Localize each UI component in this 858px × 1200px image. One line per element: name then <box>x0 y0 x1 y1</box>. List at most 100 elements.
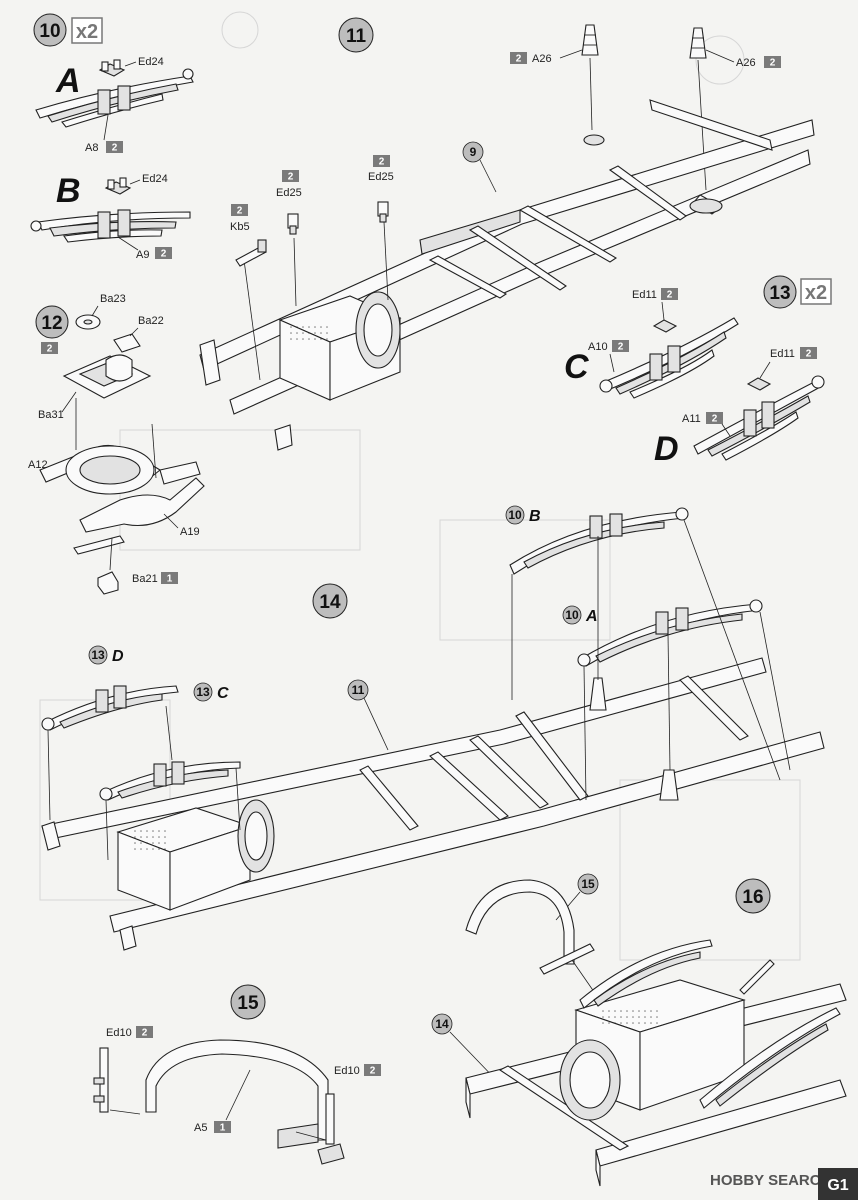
a5-qty: 1 <box>220 1123 226 1134</box>
fender-15-exploded <box>465 879 595 975</box>
a10-qty: 2 <box>618 342 624 353</box>
bump-stop-14-b <box>659 769 679 801</box>
a26-left-qty: 2 <box>516 54 522 65</box>
a8-label: A8 <box>85 142 98 154</box>
leaf-spring-b <box>30 209 191 243</box>
variant-a-label: A <box>55 62 81 100</box>
ed11-c-qty: 2 <box>667 290 673 301</box>
watermark: HOBBY SEARCH <box>710 1172 831 1189</box>
a10-label: A10 <box>588 341 608 353</box>
a26-right-label: A26 <box>736 57 756 69</box>
a12-axle-housing <box>39 444 201 495</box>
footer: HOBBY SEARCH G1 <box>710 1168 858 1200</box>
ref-10a-variant: A <box>585 608 598 625</box>
a12-label: A12 <box>28 459 48 471</box>
a19-label: A19 <box>180 526 200 538</box>
ed10-bracket-right <box>317 1093 345 1165</box>
ed25-right-qty: 2 <box>379 157 385 168</box>
ed25-right-label: Ed25 <box>368 171 394 183</box>
a8-qty: 2 <box>112 143 118 154</box>
a11-label: A11 <box>682 413 701 425</box>
engine-block-14 <box>116 799 275 911</box>
ref-10b-number: 10 <box>508 508 522 522</box>
ed24-b-label: Ed24 <box>142 173 168 185</box>
ref-13d-variant: D <box>112 648 124 665</box>
leaf-spring-10b <box>509 507 689 575</box>
ed25-left-label: Ed25 <box>276 187 302 199</box>
step-13-number: 13 <box>769 283 790 304</box>
a26-bump-stop-left <box>581 24 599 56</box>
leaf-spring-a <box>35 68 194 128</box>
ref-13d-number: 13 <box>91 648 105 662</box>
leaf-spring-16-a <box>579 939 713 1009</box>
step-12: 12 2 Ba23 Ba22 Ba31 A12 A19 <box>28 293 205 595</box>
ref-15: 15 <box>581 877 595 891</box>
ref-11: 11 <box>352 683 365 697</box>
a5-label: A5 <box>194 1122 207 1134</box>
ref-10b-variant: B <box>529 508 541 525</box>
bump-stop-14-a <box>589 677 607 711</box>
ba21-qty: 1 <box>167 574 173 585</box>
leaf-spring-d <box>693 375 825 461</box>
ref-13c-variant: C <box>217 685 229 702</box>
ed24-a-label: Ed24 <box>138 56 164 68</box>
ed11-clamp-d <box>746 377 772 391</box>
ed10-bracket-left <box>93 1047 109 1113</box>
a11-qty: 2 <box>712 414 718 425</box>
ba22-plate <box>113 333 141 353</box>
ba21-cap <box>97 571 119 595</box>
variant-b-label: B <box>56 172 81 210</box>
step-13-multiplier: x2 <box>805 282 827 304</box>
step-14-number: 14 <box>319 592 341 613</box>
ed10-left-qty: 2 <box>142 1028 148 1039</box>
ed11-clamp-c <box>652 319 678 333</box>
step-10-number: 10 <box>39 21 60 42</box>
step-10-multiplier: x2 <box>76 21 98 43</box>
ref-9: 9 <box>470 145 477 159</box>
ref-10a-number: 10 <box>565 608 579 622</box>
a9-label: A9 <box>136 249 149 261</box>
a9-qty: 2 <box>161 249 167 260</box>
step-11: 11 2 A26 A26 2 <box>199 17 815 451</box>
variant-c-label: C <box>564 348 589 386</box>
leaf-spring-16-b <box>699 1007 841 1109</box>
step-14: 14 10 B 10 A 13 D <box>41 505 825 951</box>
ba23-label: Ba23 <box>100 293 126 305</box>
ref-14: 14 <box>435 1017 449 1031</box>
ed25-bracket-right <box>377 201 389 223</box>
a26-left-label: A26 <box>532 53 552 65</box>
ref-13c-number: 13 <box>196 685 210 699</box>
step-16: 16 15 14 <box>431 873 847 1187</box>
leaf-spring-c <box>599 317 739 399</box>
ed10-left-label: Ed10 <box>106 1027 132 1039</box>
a26-bump-stop-right <box>689 27 707 59</box>
ed11-d-label: Ed11 <box>770 348 795 360</box>
variant-d-label: D <box>654 430 679 468</box>
step-15-number: 15 <box>237 993 259 1014</box>
ed25-left-qty: 2 <box>288 172 294 183</box>
engine-block-16 <box>559 979 746 1121</box>
ed24-clamp-b <box>104 177 132 195</box>
a26-right-qty: 2 <box>770 58 776 69</box>
engine-block-11 <box>278 291 402 401</box>
page-number: G1 <box>827 1177 848 1194</box>
kb5-label: Kb5 <box>230 221 250 233</box>
crank-handle <box>739 959 775 995</box>
step-13: 13 x2 Ed11 2 C A10 2 Ed11 2 D <box>564 275 832 468</box>
chassis-16 <box>465 983 847 1187</box>
leaf-spring-10a <box>577 599 763 667</box>
ba31-label: Ba31 <box>38 409 64 421</box>
step-16-number: 16 <box>742 887 763 908</box>
ba31-housing <box>62 354 152 399</box>
a5-fender <box>145 1039 329 1149</box>
step-11-number: 11 <box>346 26 367 47</box>
leaf-spring-13d <box>41 685 179 731</box>
kb5-qty: 2 <box>237 206 243 217</box>
ed10-right-qty: 2 <box>370 1066 376 1077</box>
ba21-label: Ba21 <box>132 573 158 585</box>
ed11-d-qty: 2 <box>806 349 812 360</box>
kb5-bolt <box>235 239 267 267</box>
ba22-label: Ba22 <box>138 315 164 327</box>
chassis-frame-11 <box>199 99 815 451</box>
chassis-frame-14 <box>41 657 825 951</box>
